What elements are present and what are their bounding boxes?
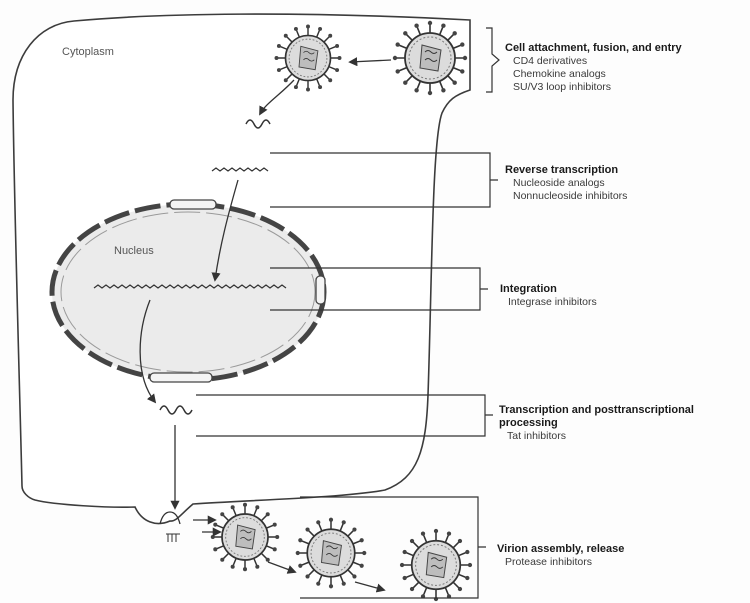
inhibitor-label: Nonnucleoside inhibitors bbox=[513, 190, 627, 203]
stage-transcription: Transcription and posttranscriptional pr… bbox=[499, 404, 694, 443]
nuclear-pore-top bbox=[170, 200, 216, 209]
nucleus-label: Nucleus bbox=[114, 246, 154, 257]
nuclear-pore-right bbox=[316, 276, 325, 304]
gag-proteins bbox=[166, 534, 180, 542]
release-arrow bbox=[268, 562, 295, 572]
nuclear-pore-bottom bbox=[150, 373, 212, 382]
cytoplasm-label: Cytoplasm bbox=[62, 47, 114, 58]
stage-title: processing bbox=[499, 417, 694, 430]
incoming-virion bbox=[393, 21, 467, 95]
stage-reverse-transcription: Reverse transcription Nucleoside analogs… bbox=[505, 164, 627, 203]
inhibitor-label: SU/V3 loop inhibitors bbox=[513, 81, 682, 94]
inhibitor-label: CD4 derivatives bbox=[513, 55, 682, 68]
inhibitor-label: Integrase inhibitors bbox=[508, 296, 597, 309]
bracket-attachment bbox=[486, 28, 499, 92]
stage-integration: Integration Integrase inhibitors bbox=[500, 283, 597, 309]
stage-attachment: Cell attachment, fusion, and entry CD4 d… bbox=[505, 42, 682, 94]
fusing-virion bbox=[275, 25, 342, 92]
inhibitor-label: Protease inhibitors bbox=[505, 556, 624, 569]
stage-assembly: Virion assembly, release Protease inhibi… bbox=[497, 543, 624, 569]
stage-title: Transcription and posttranscriptional bbox=[499, 404, 694, 417]
stage-title: Cell attachment, fusion, and entry bbox=[505, 42, 682, 55]
inhibitor-label: Tat inhibitors bbox=[507, 430, 694, 443]
stage-title: Virion assembly, release bbox=[497, 543, 624, 556]
maturation-arrow bbox=[355, 582, 384, 590]
stage-title: Reverse transcription bbox=[505, 164, 627, 177]
budding-virion bbox=[211, 503, 279, 571]
inhibitor-label: Nucleoside analogs bbox=[513, 177, 627, 190]
released-virion bbox=[296, 518, 367, 589]
inhibitor-label: Chemokine analogs bbox=[513, 68, 682, 81]
mature-virion bbox=[400, 529, 472, 601]
stage-title: Integration bbox=[500, 283, 597, 296]
